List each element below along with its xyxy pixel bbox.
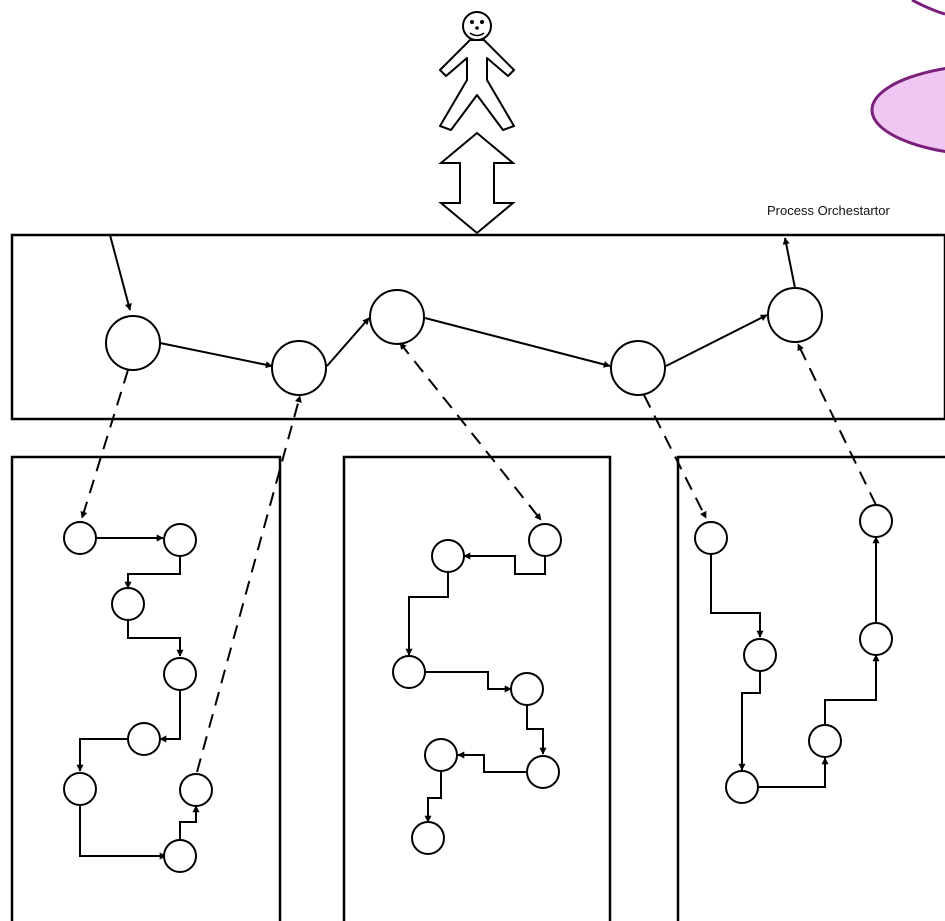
middle-node-6 xyxy=(424,738,458,772)
user-figure-icon xyxy=(439,11,515,131)
subprocess-box-left xyxy=(10,455,282,921)
left-edge-5 xyxy=(76,738,128,772)
middle-node-2 xyxy=(431,539,465,573)
left-node-5 xyxy=(127,722,161,756)
middle-node-4 xyxy=(510,672,544,706)
dashed-link-right-o5 xyxy=(797,343,877,506)
right-node-6 xyxy=(725,770,759,804)
edge-o4-o5 xyxy=(665,314,768,367)
right-node-2 xyxy=(859,504,893,538)
middle-edge-2 xyxy=(405,572,449,656)
double-arrow-icon xyxy=(438,131,516,235)
orchestrator-label: Process Orchestartor xyxy=(767,203,890,218)
left-edge-7 xyxy=(179,805,200,840)
middle-node-1 xyxy=(528,523,562,557)
middle-edge-3 xyxy=(425,671,512,693)
middle-edge-5 xyxy=(457,751,527,773)
orchestrator-node-5 xyxy=(767,287,823,343)
right-node-3 xyxy=(859,622,893,656)
left-node-7 xyxy=(179,773,213,807)
right-edge-4 xyxy=(824,654,880,724)
process-ellipse xyxy=(870,66,945,154)
middle-edge-4 xyxy=(526,706,547,755)
orchestrator-node-2 xyxy=(271,340,327,396)
left-edge-2 xyxy=(124,556,181,589)
dashed-link-left-o2 xyxy=(196,395,302,773)
middle-node-7 xyxy=(411,821,445,855)
middle-node-5 xyxy=(526,755,560,789)
dashed-link-o1-left xyxy=(80,369,129,519)
left-edge-3 xyxy=(127,620,184,657)
left-node-3 xyxy=(111,587,145,621)
right-edge-1 xyxy=(710,554,764,638)
edge-o2-o3 xyxy=(326,317,370,367)
orchestrator-node-3 xyxy=(369,289,425,345)
middle-edge-6 xyxy=(424,771,442,823)
left-edge-6 xyxy=(79,805,167,860)
left-node-6 xyxy=(63,772,97,806)
left-node-8 xyxy=(163,839,197,873)
right-node-4 xyxy=(743,638,777,672)
left-edge-4 xyxy=(159,690,181,743)
dashed-link-o3-middle xyxy=(399,342,542,521)
orchestrator-node-1 xyxy=(105,315,161,371)
right-edge-2 xyxy=(738,671,761,771)
left-node-4 xyxy=(163,657,197,691)
edge-exit xyxy=(782,237,796,289)
edge-entry xyxy=(109,234,132,311)
middle-edge-1 xyxy=(463,552,546,575)
left-node-1 xyxy=(63,521,97,555)
subprocess-box-middle xyxy=(342,455,612,921)
middle-node-3 xyxy=(392,655,426,689)
right-edge-3 xyxy=(758,757,829,788)
right-node-1 xyxy=(694,521,728,555)
orchestrator-node-4 xyxy=(610,340,666,396)
right-node-5 xyxy=(808,724,842,758)
edge-o1-o2 xyxy=(159,342,273,369)
edge-o3-o4 xyxy=(424,317,611,368)
ellipse-outer-arc xyxy=(911,0,945,16)
left-node-2 xyxy=(163,523,197,557)
